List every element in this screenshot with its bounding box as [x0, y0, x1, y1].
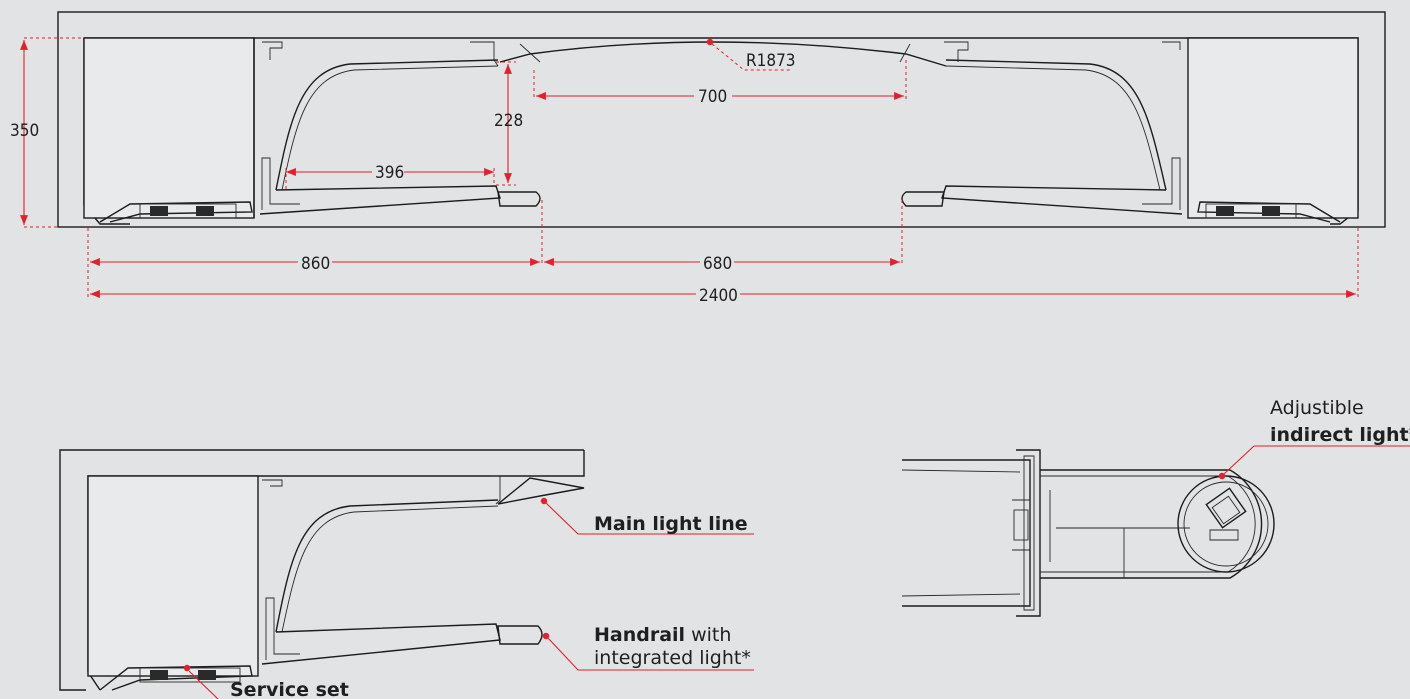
handrail-leader: [547, 637, 754, 671]
right-service-carriage: [1197, 201, 1341, 223]
half-main-light: [497, 477, 585, 505]
inner-top-plate: [84, 37, 1359, 225]
left-handrail: [259, 185, 501, 215]
half-handrail-light: [497, 625, 543, 645]
outer-frame: [57, 11, 1386, 228]
handrail-detail-drawing: [901, 449, 1275, 617]
dimension-lines: 350 228 396 R1873 700 860 680: [10, 37, 1359, 306]
dim-label-350: 350: [10, 121, 39, 141]
dim-label-700: 700: [698, 87, 727, 107]
radius-point: [706, 38, 714, 46]
indirect-light-leader: [1223, 445, 1410, 475]
handrail-dot: [542, 632, 550, 640]
main-light-dot: [540, 497, 548, 505]
indirect-light-dot: [1218, 472, 1226, 480]
right-side-panel: [1187, 37, 1359, 219]
left-side-panel: [83, 37, 255, 219]
half-arm-curve: [275, 499, 499, 633]
main-light-curve: [499, 41, 947, 67]
dim-label-860: 860: [301, 254, 330, 274]
main-light-leader: [545, 502, 754, 535]
callout-indirect-line2: indirect light*: [1270, 424, 1410, 446]
right-arm-curve: [945, 59, 1167, 191]
dim-label-396: 396: [375, 163, 404, 183]
dim-label-2400: 2400: [699, 286, 738, 306]
callout-main-light: Main light line: [594, 513, 748, 535]
half-service-carriage: [99, 665, 253, 691]
callout-handrail-line2: integrated light*: [594, 647, 751, 669]
callout-service-set: Service set: [230, 679, 349, 699]
service-dot: [183, 664, 191, 672]
right-handrail-light: [901, 191, 945, 207]
full-section-drawing: [57, 11, 1386, 228]
left-handrail-light: [497, 191, 541, 207]
callout-handrail: Handrail with: [594, 624, 731, 646]
dim-label-680: 680: [703, 254, 732, 274]
callout-lines: [183, 497, 754, 699]
left-arm-curve: [275, 59, 499, 191]
left-service-carriage: [99, 201, 253, 223]
callout-indirect-line1: Adjustible: [1270, 397, 1364, 419]
detail-profile: [902, 459, 1031, 607]
service-leader: [188, 670, 219, 699]
dim-label-228: 228: [494, 111, 523, 131]
right-handrail: [941, 185, 1183, 215]
detail-indirect-light: [1177, 475, 1275, 573]
half-side-panel: [87, 475, 259, 677]
half-section-drawing: [59, 449, 585, 691]
half-handrail: [261, 623, 501, 665]
dim-label-radius: R1873: [746, 51, 796, 71]
half-outer-frame: [59, 449, 584, 691]
